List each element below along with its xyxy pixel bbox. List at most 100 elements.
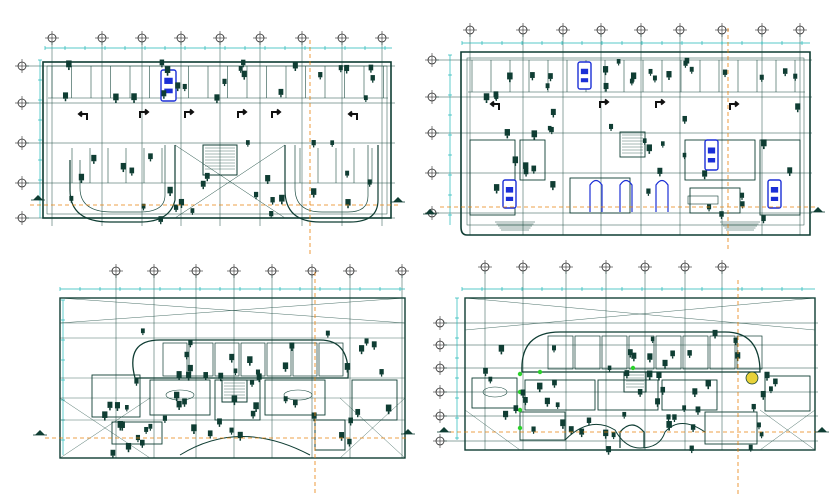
tree-canopy [325,330,330,336]
tree-icon [547,125,552,133]
tree-trunk [365,100,367,102]
tree-trunk [70,200,72,203]
tree-trunk [294,405,297,408]
tree-canopy [371,341,377,348]
tree-canopy [368,64,374,71]
tree-trunk [178,377,180,381]
tree-trunk [216,100,218,104]
arrow-path [184,108,195,118]
tree-trunk [509,79,511,83]
tree-trunk [553,385,556,388]
tree-canopy [552,379,557,386]
tree-icon [190,208,195,215]
tree-canopy [270,197,275,203]
tree-trunk [230,432,233,435]
tree-trunk [668,77,670,80]
tree-canopy [586,417,592,423]
car-icon [767,179,782,209]
tree-icon [692,388,698,398]
tree-trunk [484,373,487,377]
tree-trunk [252,416,254,419]
tree-trunk [346,369,349,373]
north-arrow-icon [437,427,451,433]
tree-canopy [161,90,167,97]
tree-canopy [173,204,179,210]
tree-icon [148,423,153,431]
tree-icon [371,341,377,350]
tree-trunk [522,395,524,398]
tree-canopy [190,208,195,213]
tree-trunk [607,452,610,455]
tree-icon [616,59,621,66]
tree-icon [705,379,711,390]
tree-trunk [489,381,491,384]
tree-trunk [552,187,554,191]
tree-icon [217,418,222,427]
tree-icon [531,165,537,174]
tree-trunk [750,449,752,452]
tree-canopy [647,353,653,360]
tree-trunk [251,384,253,387]
tree-trunk [183,404,186,407]
tree-icon [292,62,298,71]
tree-canopy [292,399,298,406]
tree-canopy [552,345,557,351]
tree-canopy [188,339,193,346]
north-arrow-icon [815,427,829,433]
car-rear-window [505,196,514,201]
direction-arrow-icon [489,100,500,110]
arrow-path [729,100,740,110]
tree-canopy [531,130,538,138]
tree-canopy [359,345,365,352]
tree-icon [311,188,317,198]
tree-icon [237,431,243,441]
tree-canopy [91,154,97,162]
tree-trunk [160,221,162,225]
direction-arrow-icon [139,108,150,118]
tree-trunk [648,377,651,381]
diagonal-line [174,144,286,219]
tree-icon [793,73,798,81]
tree-trunk [331,144,333,147]
tree-canopy [662,359,668,367]
room [351,379,398,421]
tree-canopy [512,156,519,164]
tree-trunk [80,180,83,184]
tree-canopy [339,432,345,439]
green-marker [517,407,523,413]
tree-canopy [764,371,770,379]
tree-canopy [120,162,126,170]
tree-trunk [659,173,661,177]
tree-canopy [140,328,145,334]
office-room [318,342,344,377]
tree-icon [245,140,250,147]
tree-canopy [62,92,69,99]
tree-trunk [664,366,666,369]
arrow-path [139,108,150,118]
stair-core [202,144,238,176]
tree-icon [568,426,574,435]
tree-canopy [344,363,351,370]
tree-trunk [169,193,171,197]
car-icon [704,139,719,171]
tree-trunk [346,175,348,178]
direction-arrow-icon [599,98,610,108]
tree-icon [603,82,609,92]
tree-canopy [624,370,630,377]
tree-canopy [530,72,535,78]
tree-canopy [131,93,137,101]
tree-trunk [683,410,685,413]
tree-canopy [761,215,766,222]
tree-icon [114,402,120,411]
arrow-path [237,108,248,118]
tree-icon [629,78,634,86]
tree-trunk [753,409,755,412]
tree-canopy [657,167,663,174]
tree-trunk [762,397,765,400]
grid-bubble-icon [305,264,319,278]
tree-canopy [494,93,499,99]
tree-icon [702,170,708,180]
tree-canopy [759,74,764,80]
tree-icon [642,138,647,145]
tree-canopy [702,170,708,177]
